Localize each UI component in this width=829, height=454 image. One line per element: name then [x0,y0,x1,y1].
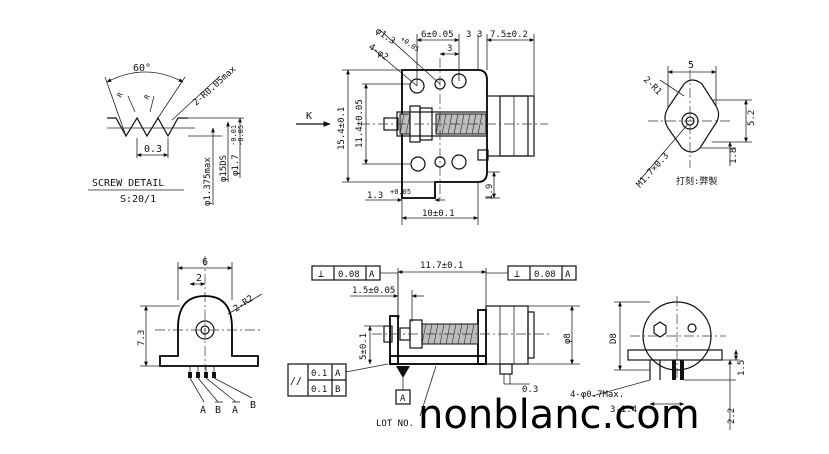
dim-6-pitch: 6±0.05 [421,30,454,40]
terminal-pins: 4-φ0.7Max. [570,390,624,400]
hole-dia-tol: +0.05 [399,35,421,54]
side-width: 6 [202,257,208,268]
screw-detail-view: 60° R R 2-R0.05max 0.3 φ1.375max φ15DS φ… [88,63,245,206]
svg-text:⊥: ⊥ [318,269,324,280]
lot-no-label: LOT NO. [376,419,414,429]
screw-minor-dia: φ1.375max [203,157,213,206]
svg-text:A: A [335,369,341,379]
screw-pitch: 0.3 [144,144,162,155]
screw-mid-dia: φ15DS [219,155,229,182]
dim-3-c: 3 [447,44,452,54]
parallelism-frame: // 0.1 A 0.1 B [287,363,347,397]
svg-text:R: R [143,93,152,101]
mount-hole [451,154,467,170]
datum-a-label: A [400,394,406,404]
dim-3-a: 3 [466,30,471,40]
side-radius: 2-R2 [232,294,256,315]
datum-a-triangle [396,366,410,378]
svg-text:⊥: ⊥ [514,269,520,280]
dim-10: 10±0.1 [422,209,455,219]
screw-angle: 60° [133,63,151,74]
front-base-plate [389,355,487,365]
svg-text:A: A [369,270,375,280]
dim-1-3: 1.3 [367,191,383,201]
pin-b-2: B [250,400,256,411]
pin-a-1: A [200,405,206,416]
dim-height-15-4: 15.4±0.1 [337,107,347,150]
dim-3-b: 3 [477,30,482,40]
terminal-view: D8 4-φ0.7Max. 3-1.4 1.5 2.2 [570,296,747,430]
end-thread: M1.7×0.3 [635,151,671,190]
dim-1-9: 1.9 [485,184,495,200]
dim-7-5: 7.5±0.2 [490,30,528,40]
end-width: 5 [688,60,694,71]
svg-text:0.08: 0.08 [534,270,556,280]
svg-text:B: B [335,385,340,395]
screw-detail-scale: S:20/1 [120,194,156,205]
pin-a-2: A [232,405,238,416]
terminal-dim-2-2: 2.2 [727,408,737,424]
screw-radius-label: 2-R0.05max [191,64,238,108]
view-k-label: K [306,111,312,122]
end-radius: 2-R1 [641,75,663,97]
watermark-text: nonblanc.com [418,392,700,438]
svg-text:0.1: 0.1 [311,369,327,379]
front-length: 11.7±0.1 [420,261,463,271]
hole-dia-label: φ1.3 [373,26,397,47]
screw-major-tol-bot: -0.05 [237,125,245,146]
front-dim-0-3: 0.3 [522,385,538,395]
front-dim-5: 5±0.1 [359,333,369,360]
perpendicularity-frame-left: ⊥ 0.08 A [311,265,381,281]
svg-text:A: A [565,270,571,280]
side-dim-2: 2 [196,273,202,284]
terminal-dim-1-5: 1.5 [737,360,747,376]
svg-text:0.08: 0.08 [338,270,360,280]
pin-b-1: B [215,405,221,416]
top-view: K 6±0.05 3 3 7.5±0.2 3 φ1.3 +0.05 4-φ2 1… [296,26,548,225]
end-flange [664,79,720,153]
front-view: ⊥ 0.08 A 11.7±0.1 ⊥ 0.08 A 1.5±0.05 [287,261,580,429]
side-height: 7.3 [137,330,147,346]
mount-hole [410,156,426,172]
front-dim-1-5: 1.5±0.05 [352,286,395,296]
dim-height-11-4: 11.4±0.05 [355,99,365,148]
end-dim-1-8: 1.8 [729,148,739,164]
screw-major-tol-top: -0.01 [230,125,238,146]
terminal-dia-8: D8 [609,333,619,344]
dim-1-3-tol: +0.05 [390,188,411,196]
end-stamp-note: 打刻:弊製 [676,175,717,187]
front-motor-body [485,305,529,365]
svg-text:0.1: 0.1 [311,385,327,395]
side-view: A B A B 6 2 2-R2 7.3 [137,256,263,416]
svg-text:R: R [116,91,125,99]
front-dia-8: φ8 [563,333,573,344]
screw-major-dia: φ1.7 [231,154,241,176]
terminal-pitch: 3-1.4 [610,405,637,415]
svg-text://: // [290,376,302,387]
end-view: 5 2-R1 5.2 1.8 M1.7×0.3 打刻:弊製 [635,60,757,190]
end-height: 5.2 [747,110,757,126]
perpendicularity-frame-right: ⊥ 0.08 A [507,265,577,281]
screw-detail-title: SCREW DETAIL [92,178,164,189]
thread-profile [107,116,188,138]
